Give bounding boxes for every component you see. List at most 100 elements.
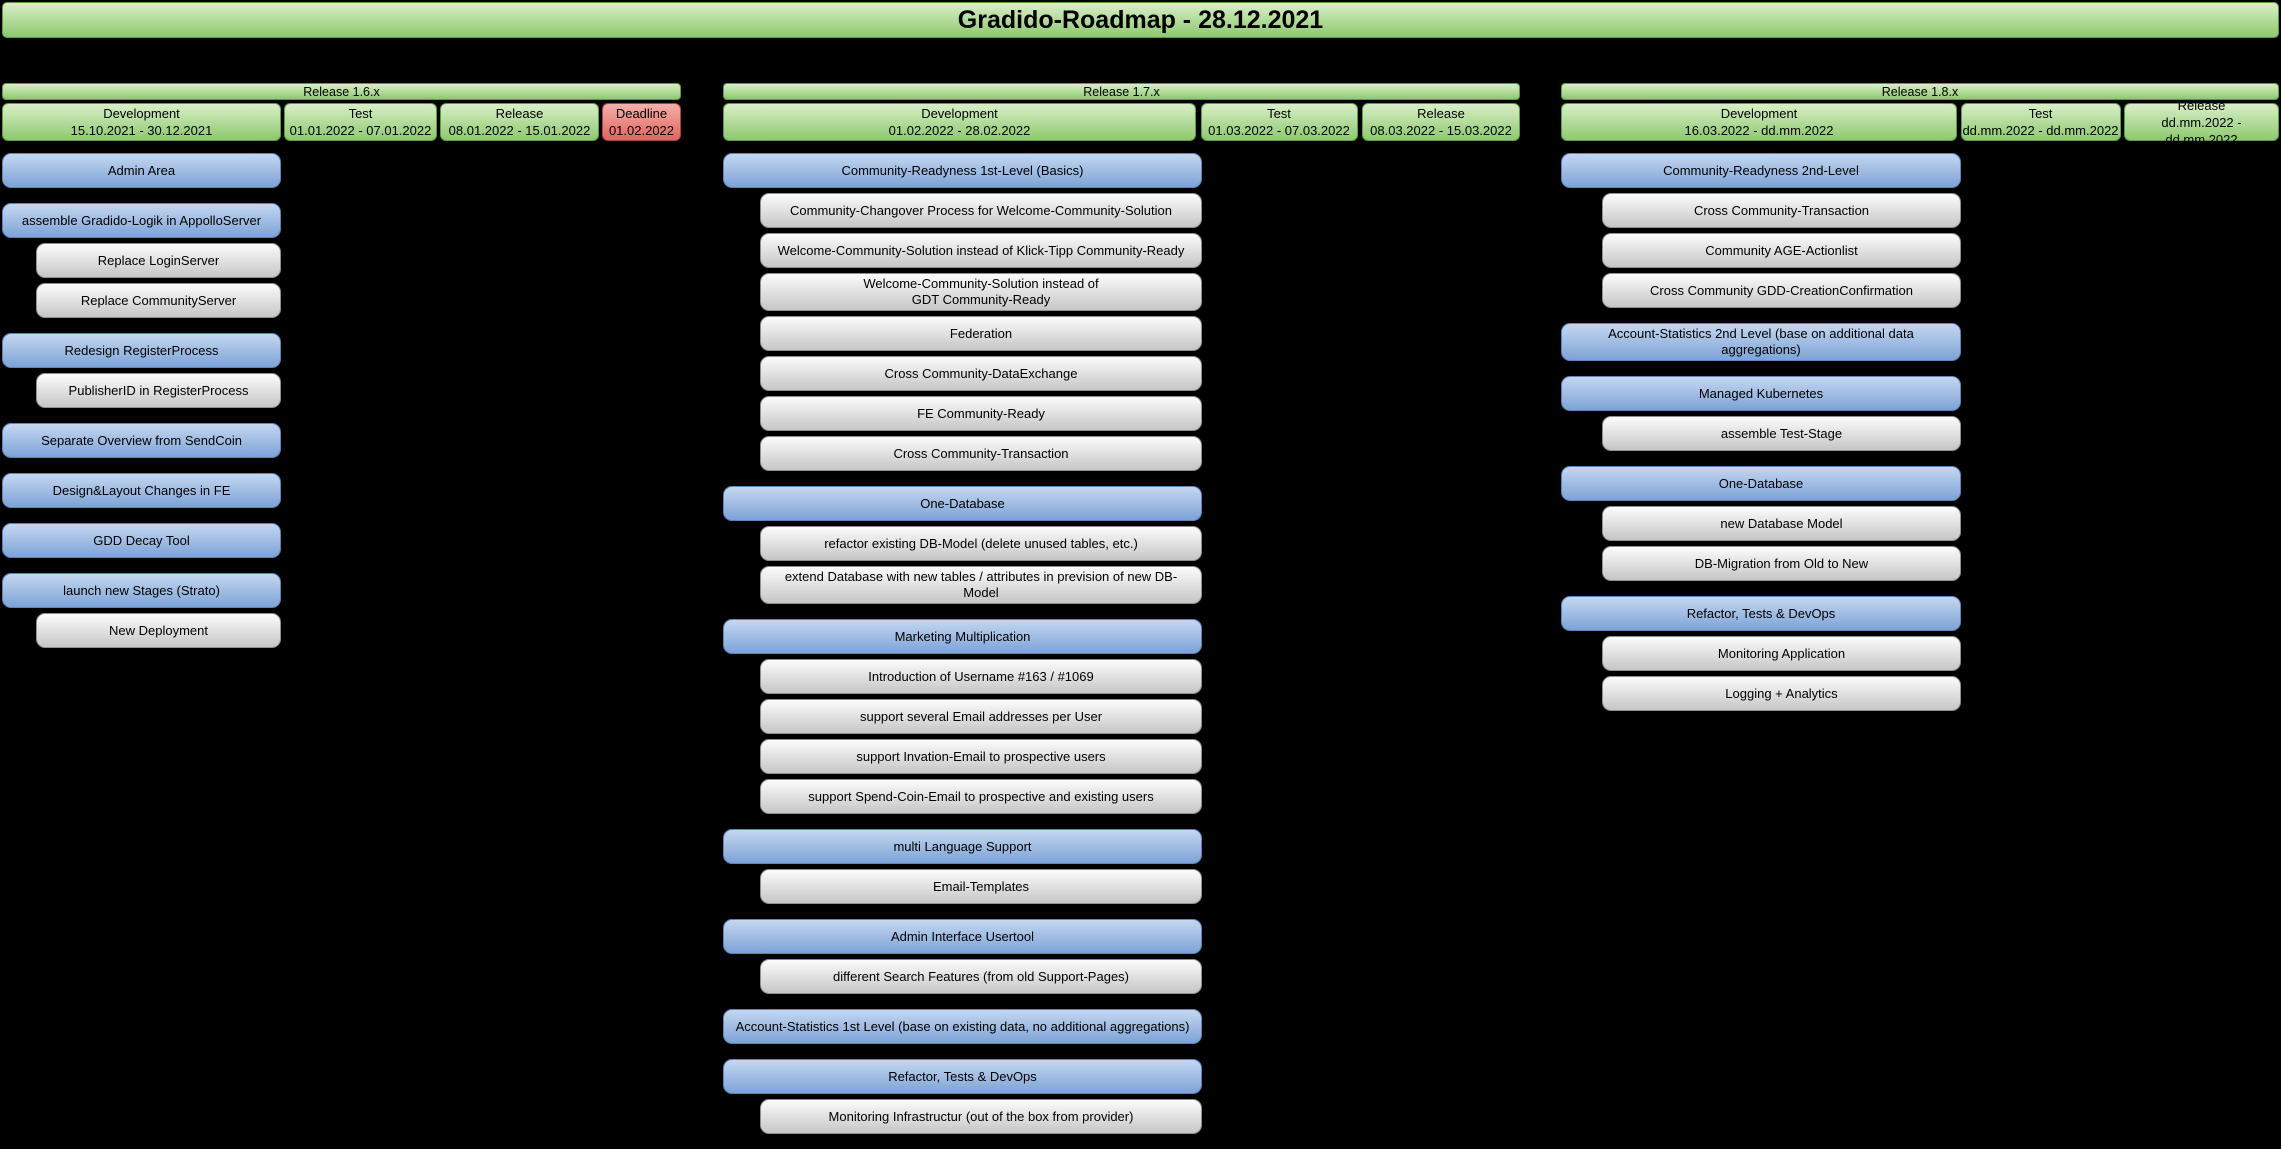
task-subtask: Community-Changover Process for Welcome-… bbox=[760, 193, 1202, 228]
task-feature: Separate Overview from SendCoin bbox=[2, 423, 281, 458]
phase-dates: 16.03.2022 - dd.mm.2022 bbox=[1684, 123, 1834, 138]
task-subtask: Email-Templates bbox=[760, 869, 1202, 904]
task-subtask: Federation bbox=[760, 316, 1202, 351]
task-group: launch new Stages (Strato) New Deployment bbox=[2, 573, 681, 648]
task-group: One-Database refactor existing DB-Model (… bbox=[723, 486, 1520, 604]
task-group: Admin Interface Usertool different Search… bbox=[723, 919, 1520, 994]
task-subtask: extend Database with new tables / attrib… bbox=[760, 566, 1202, 604]
task-subtask: different Search Features (from old Supp… bbox=[760, 959, 1202, 994]
task-subtask: support Spend-Coin-Email to prospective … bbox=[760, 779, 1202, 814]
phase-dates: 01.03.2022 - 07.03.2022 bbox=[1208, 123, 1350, 138]
task-group: GDD Decay Tool bbox=[2, 523, 681, 558]
phase-release: Release 08.01.2022 - 15.01.2022 bbox=[440, 103, 599, 141]
task-subtask: Monitoring Application bbox=[1602, 636, 1961, 671]
phase-development: Development 16.03.2022 - dd.mm.2022 bbox=[1561, 103, 1957, 141]
task-feature: multi Language Support bbox=[723, 829, 1202, 864]
task-feature: Design&Layout Changes in FE bbox=[2, 473, 281, 508]
task-feature: Admin Area bbox=[2, 153, 281, 188]
phase-label: Release bbox=[495, 106, 544, 121]
task-feature: Community-Readyness 2nd-Level bbox=[1561, 153, 1961, 188]
task-feature: One-Database bbox=[1561, 466, 1961, 501]
phase-dates: 01.02.2022 bbox=[608, 123, 675, 138]
phase-dates: 08.01.2022 - 15.01.2022 bbox=[448, 123, 591, 138]
task-subtask: support several Email addresses per User bbox=[760, 699, 1202, 734]
page-title: Gradido-Roadmap - 28.12.2021 bbox=[957, 5, 1324, 34]
task-list: Admin Area assemble Gradido-Logik in Appo… bbox=[2, 153, 681, 648]
task-feature: assemble Gradido-Logik in AppolloServer bbox=[2, 203, 281, 238]
phase-row: Development 01.02.2022 - 28.02.2022 Test 01… bbox=[723, 103, 1520, 141]
task-subtask: New Deployment bbox=[36, 613, 281, 648]
task-group: Account-Statistics 1st Level (base on ex… bbox=[723, 1009, 1520, 1044]
task-feature: Account-Statistics 2nd Level (base on ad… bbox=[1561, 323, 1961, 361]
phase-label: Development bbox=[921, 106, 998, 121]
task-subtask: DB-Migration from Old to New bbox=[1602, 546, 1961, 581]
phase-label: Test bbox=[2028, 106, 2053, 121]
phase-release: Release 08.03.2022 - 15.03.2022 bbox=[1362, 103, 1520, 141]
task-group: Admin Area bbox=[2, 153, 681, 188]
task-subtask: Cross Community-Transaction bbox=[760, 436, 1202, 471]
phase-label: Test bbox=[1267, 106, 1291, 121]
task-group: Design&Layout Changes in FE bbox=[2, 473, 681, 508]
task-subtask: Introduction of Username #163 / #1069 bbox=[760, 659, 1202, 694]
task-group: Separate Overview from SendCoin bbox=[2, 423, 681, 458]
task-subtask: Community AGE-Actionlist bbox=[1602, 233, 1961, 268]
task-subtask: Monitoring Infrastructur (out of the box… bbox=[760, 1099, 1202, 1134]
phase-label: Development bbox=[103, 106, 180, 121]
task-feature: launch new Stages (Strato) bbox=[2, 573, 281, 608]
task-subtask: new Database Model bbox=[1602, 506, 1961, 541]
phase-label: Development bbox=[1720, 106, 1798, 121]
phase-dates: 08.03.2022 - 15.03.2022 bbox=[1370, 123, 1512, 138]
phase-label: Release bbox=[2177, 97, 2226, 113]
task-feature: Admin Interface Usertool bbox=[723, 919, 1202, 954]
phase-dates: 15.10.2021 - 30.12.2021 bbox=[70, 123, 213, 138]
task-feature: Account-Statistics 1st Level (base on ex… bbox=[723, 1009, 1202, 1044]
task-subtask: PublisherID in RegisterProcess bbox=[36, 373, 281, 408]
task-feature: GDD Decay Tool bbox=[2, 523, 281, 558]
task-group: Account-Statistics 2nd Level (base on ad… bbox=[1561, 323, 2279, 361]
task-group: Community-Readyness 1st-Level (Basics) Co… bbox=[723, 153, 1520, 471]
task-subtask: Cross Community GDD-CreationConfirmation bbox=[1602, 273, 1961, 308]
task-subtask: assemble Test-Stage bbox=[1602, 416, 1961, 451]
task-subtask: refactor existing DB-Model (delete unuse… bbox=[760, 526, 1202, 561]
page-title-bar: Gradido-Roadmap - 28.12.2021 bbox=[2, 2, 2279, 38]
task-feature: Redesign RegisterProcess bbox=[2, 333, 281, 368]
task-feature: Marketing Multiplication bbox=[723, 619, 1202, 654]
task-list: Community-Readyness 1st-Level (Basics) Co… bbox=[723, 153, 1520, 1134]
task-subtask: Logging + Analytics bbox=[1602, 676, 1961, 711]
release-header: Release 1.8.x bbox=[1561, 83, 2279, 100]
task-subtask: Replace LoginServer bbox=[36, 243, 281, 278]
task-subtask: Replace CommunityServer bbox=[36, 283, 281, 318]
release-header: Release 1.7.x bbox=[723, 83, 1520, 100]
phase-label: Test bbox=[348, 106, 373, 121]
task-feature: One-Database bbox=[723, 486, 1202, 521]
task-subtask: Cross Community-Transaction bbox=[1602, 193, 1961, 228]
phase-deadline: Deadline 01.02.2022 bbox=[602, 103, 681, 141]
phase-label: Release bbox=[1417, 106, 1465, 121]
task-feature: Refactor, Tests & DevOps bbox=[1561, 596, 1961, 631]
phase-dates: 01.02.2022 - 28.02.2022 bbox=[888, 123, 1031, 138]
task-feature: Community-Readyness 1st-Level (Basics) bbox=[723, 153, 1202, 188]
task-subtask: FE Community-Ready bbox=[760, 396, 1202, 431]
task-subtask: Welcome-Community-Solution instead of Kl… bbox=[760, 233, 1202, 268]
phase-development: Development 01.02.2022 - 28.02.2022 bbox=[723, 103, 1196, 141]
phase-label: Deadline bbox=[615, 106, 668, 121]
phase-dates: dd.mm.2022 - dd.mm.2022 bbox=[2161, 114, 2242, 147]
task-subtask: Cross Community-DataExchange bbox=[760, 356, 1202, 391]
task-feature: Refactor, Tests & DevOps bbox=[723, 1059, 1202, 1094]
task-subtask: Welcome-Community-Solution instead of GD… bbox=[760, 273, 1202, 311]
